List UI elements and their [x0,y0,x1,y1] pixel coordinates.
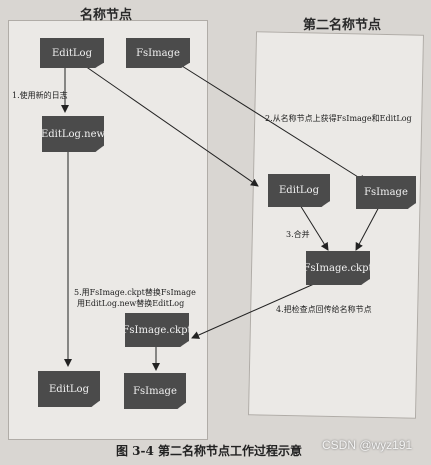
fsimage-secondary-node: FsImage [356,176,416,209]
arrow-fsimage-secondary-to-ckpt [355,204,381,251]
arrow-editlog-to-secondary [84,65,259,187]
arrow-fsimage-to-secondary [181,65,367,183]
step2-label: 2.从名称节点上获得FsImage和EditLog [265,114,412,123]
editlog-bottom-node: EditLog [38,371,100,407]
csdn-watermark: CSDN @wyz191 [322,438,413,452]
arrow-editlog-secondary-to-ckpt [299,204,329,251]
step5-label-line1: 5.用FsImage.ckpt替换FsImage [74,288,196,297]
figure-caption: 图 3-4 第二名称节点工作过程示意 [116,444,303,458]
arrow-ckpt-return [191,275,333,339]
editlog-secondary-node: EditLog [268,174,330,207]
step4-label: 4.把检查点回传给名称节点 [276,305,372,314]
fsimage-top-node: FsImage [126,38,190,68]
step5-label-line2: 用EditLog.new替换EditLog [77,299,185,308]
fsimage-bottom-node: FsImage [124,373,186,409]
secondary-namenode-title: 第二名称节点 [303,18,382,33]
namenode-panel [8,20,208,440]
namenode-title: 名称节点 [80,8,133,23]
editlog-top-node: EditLog [40,38,104,68]
fsimage-ckpt-node: FsImage.ckpt [306,251,370,285]
editlog-new-node: EditLog.new [42,116,104,152]
step3-label: 3.合并 [286,230,310,239]
step1-label: 1.使用新的日志 [12,91,68,100]
fsimage-ckpt-left-node: FsImage.ckpt [125,313,189,347]
